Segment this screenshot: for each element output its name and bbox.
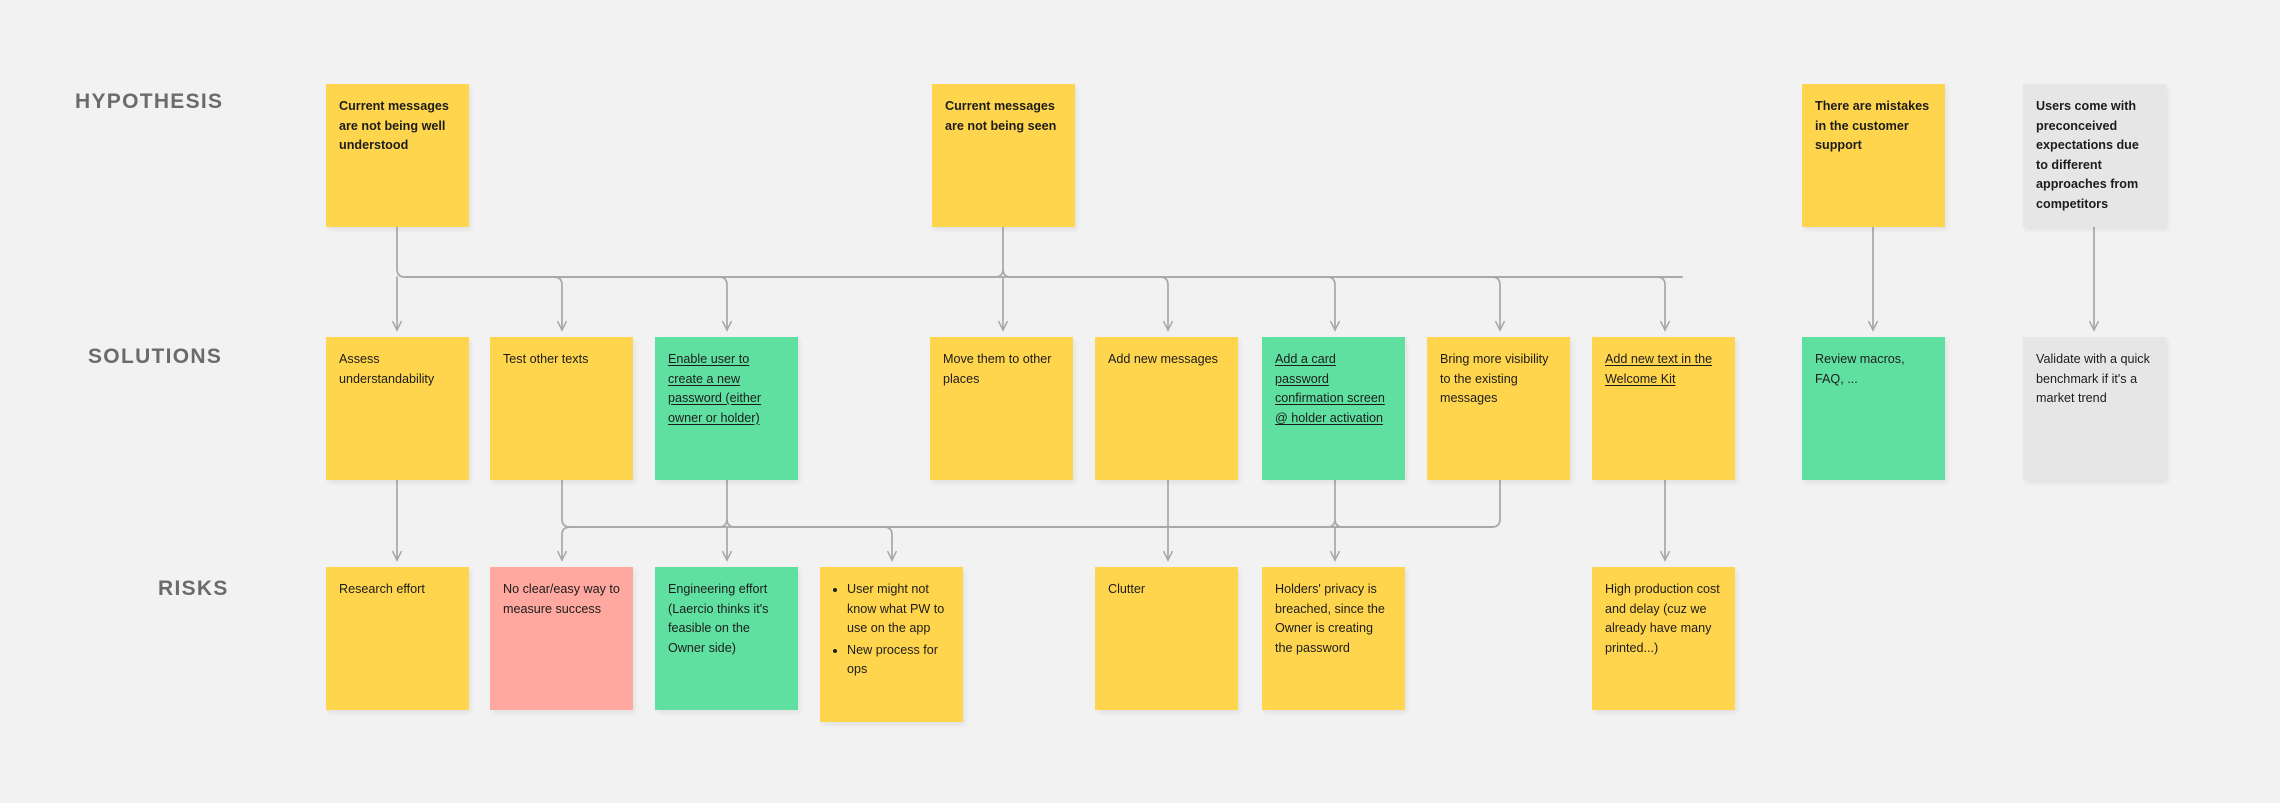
wire-s2-bus	[561, 479, 1493, 528]
solution-note[interactable]: Bring more visibility to the existing me…	[1427, 337, 1570, 480]
solution-note-text: Add a card password confirmation screen …	[1275, 352, 1385, 425]
wire-bus-s8	[1656, 276, 1665, 330]
risk-note[interactable]: User might not know what PW to use on th…	[820, 567, 963, 722]
wire-bus-r2	[562, 526, 571, 560]
solution-note[interactable]: Assess understandability	[326, 337, 469, 480]
risk-bullet: New process for ops	[847, 641, 951, 680]
wire-bus-s3	[718, 276, 727, 330]
hypothesis-note[interactable]: Users come with preconceived expectation…	[2023, 84, 2166, 227]
hypothesis-note[interactable]: There are mistakes in the customer suppo…	[1802, 84, 1945, 227]
solution-note[interactable]: Test other texts	[490, 337, 633, 480]
risk-note[interactable]: Clutter	[1095, 567, 1238, 710]
solution-note[interactable]: Add new text in the Welcome Kit	[1592, 337, 1735, 480]
solution-note[interactable]: Move them to other places	[930, 337, 1073, 480]
risk-note[interactable]: No clear/easy way to measure success	[490, 567, 633, 710]
wire-s7-bus	[1342, 479, 1501, 528]
hypothesis-note[interactable]: Current messages are not being well unde…	[326, 84, 469, 227]
risk-note[interactable]: High production cost and delay (cuz we a…	[1592, 567, 1735, 710]
solution-note[interactable]: Validate with a quick benchmark if it's …	[2023, 337, 2166, 480]
wire-h1-bus	[396, 226, 1683, 278]
row-label-hypothesis: HYPOTHESIS	[75, 90, 224, 113]
risk-note[interactable]: Holders' privacy is breached, since the …	[1262, 567, 1405, 710]
wire-bus-r4	[883, 526, 892, 560]
wire-bus-s2	[553, 276, 562, 330]
solution-note-text: Add new text in the Welcome Kit	[1605, 352, 1713, 386]
wire-bus-s6	[1326, 276, 1335, 330]
solution-note[interactable]: Add a card password confirmation screen …	[1262, 337, 1405, 480]
risk-note[interactable]: Engineering effort (Laercio thinks it's …	[655, 567, 798, 710]
row-label-solutions: SOLUTIONS	[88, 345, 223, 368]
risk-note[interactable]: Research effort	[326, 567, 469, 710]
solution-note[interactable]: Add new messages	[1095, 337, 1238, 480]
risk-bullet-list: User might not know what PW to use on th…	[833, 580, 951, 680]
row-label-risks: RISKS	[158, 577, 229, 600]
solution-note[interactable]: Review macros, FAQ, ...	[1802, 337, 1945, 480]
hypothesis-note[interactable]: Current messages are not being seen	[932, 84, 1075, 227]
solution-note-text: Enable user to create a new password (ei…	[668, 352, 762, 425]
wire-bus-s7	[1491, 276, 1500, 330]
risk-bullet: User might not know what PW to use on th…	[847, 580, 951, 639]
solution-note[interactable]: Enable user to create a new password (ei…	[655, 337, 798, 480]
wire-bus-s5	[1159, 276, 1168, 330]
